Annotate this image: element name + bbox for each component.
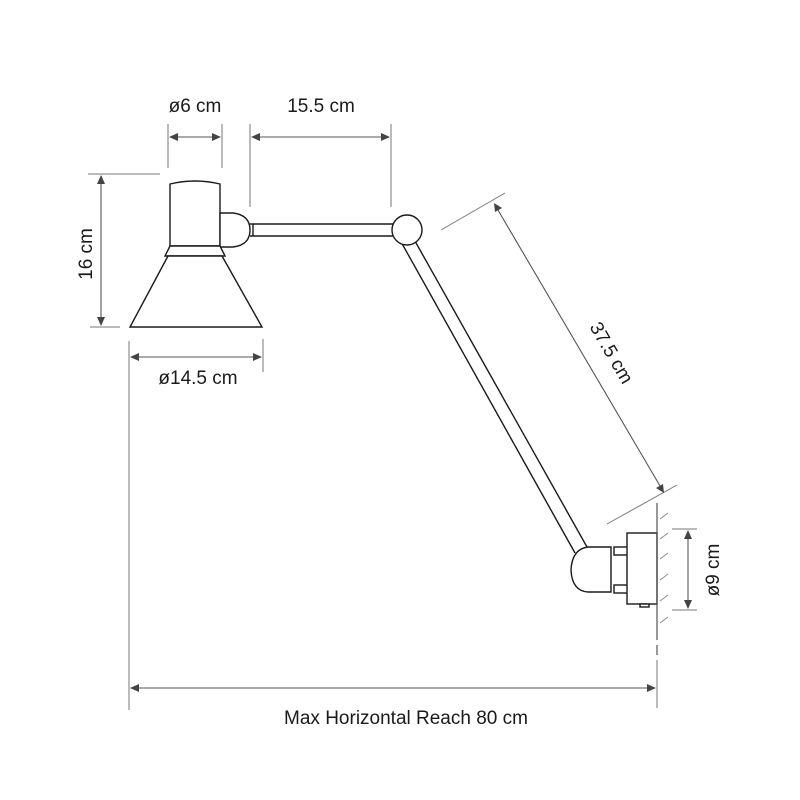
lower-arm <box>399 233 588 554</box>
dimension-wall-plate: ø9 cm <box>672 528 724 611</box>
wall-mount <box>570 532 658 608</box>
label-max-reach: Max Horizontal Reach 80 cm <box>284 708 528 729</box>
dimension-head-height: 16 cm <box>76 173 160 328</box>
label-shade-diameter: ø14.5 cm <box>158 368 237 389</box>
elbow-joint <box>391 214 423 246</box>
label-upper-arm: 15.5 cm <box>287 96 355 117</box>
label-head-height: 16 cm <box>76 228 97 280</box>
wall <box>656 503 669 655</box>
label-lower-arm: 37.5 cm <box>585 319 637 388</box>
dimension-upper-arm: 15.5 cm <box>249 96 392 207</box>
label-wall-plate-diameter: ø9 cm <box>703 544 724 597</box>
dimension-max-reach: Max Horizontal Reach 80 cm <box>130 660 658 729</box>
dimension-shade-diameter: ø14.5 cm <box>128 339 264 710</box>
lamp-head <box>128 180 264 328</box>
dimension-lower-arm: 37.5 cm <box>440 192 678 525</box>
dimension-head-diameter: ø6 cm <box>167 96 223 168</box>
upper-arm <box>250 223 394 237</box>
label-head-diameter: ø6 cm <box>169 96 222 117</box>
lamp-drawing <box>128 180 658 608</box>
